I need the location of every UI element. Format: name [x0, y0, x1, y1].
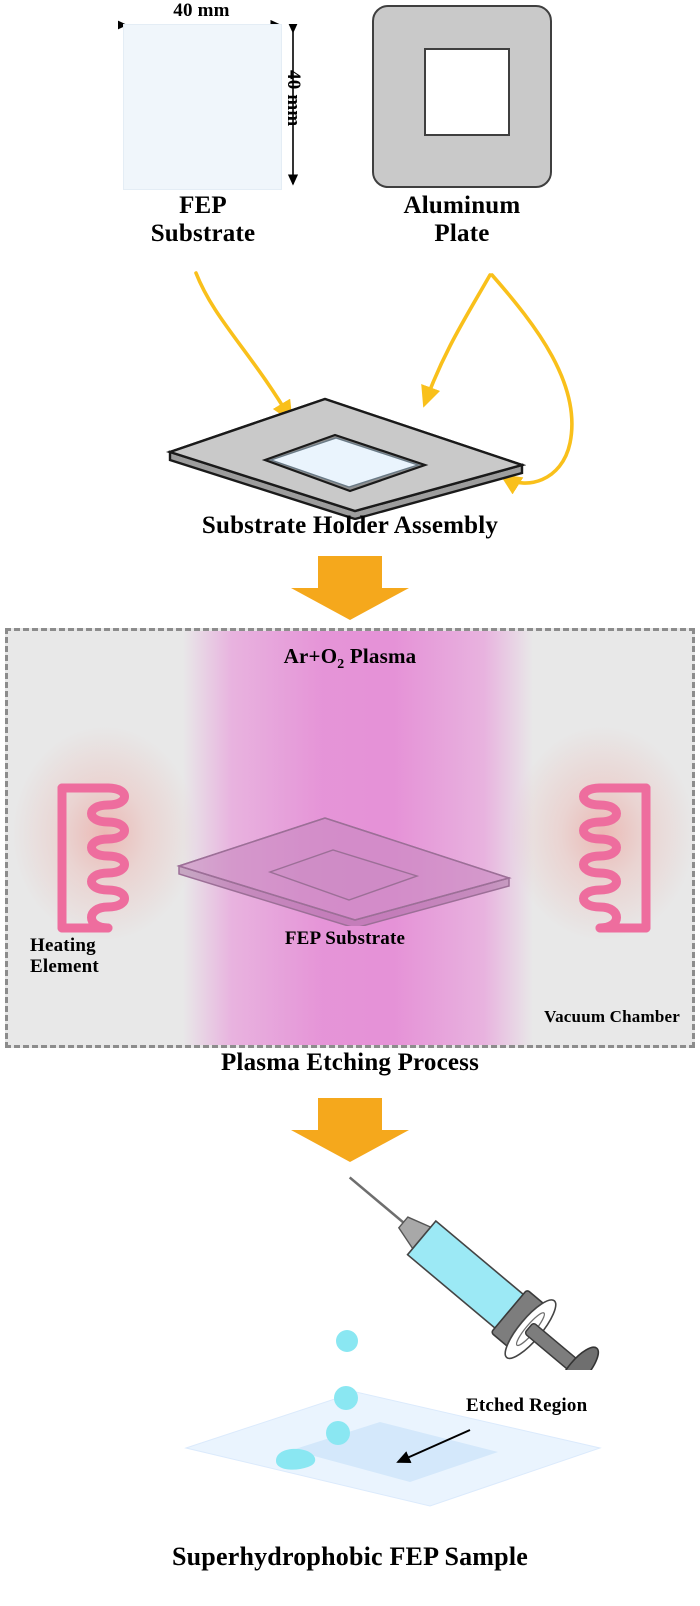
vacuum-chamber-caption: Vacuum Chamber — [544, 1007, 680, 1026]
plasma-label-tail: Plasma — [344, 644, 417, 668]
droplet-falling-1 — [336, 1330, 358, 1352]
chamber-fep-substrate — [176, 817, 512, 926]
chamber-substrate-caption: FEP Substrate — [284, 928, 406, 949]
droplet-resting — [276, 1448, 316, 1470]
fep-height-dimension-label: 40 mm — [283, 69, 304, 127]
pointer-arrow-icon — [396, 1429, 471, 1463]
plasma-etching-caption: Plasma Etching Process — [220, 1049, 480, 1076]
substrate-holder-assembly — [166, 397, 527, 520]
fep-width-dimension-label: 40 mm — [173, 0, 230, 21]
assembly-connector-arrows — [194, 271, 574, 495]
assembly-caption: Substrate Holder Assembly — [201, 512, 499, 539]
heating-element-right — [568, 778, 660, 938]
down-block-arrow-icon-2 — [291, 1098, 409, 1162]
superhydrophobic-sample — [184, 1330, 602, 1507]
fep-substrate-sheet — [123, 24, 282, 190]
aluminum-plate-shape — [372, 5, 552, 188]
fep-substrate-caption: FEP Substrate — [150, 192, 256, 247]
heating-element-left — [48, 778, 140, 938]
plasma-label: Ar+O2 Plasma — [150, 644, 550, 672]
etched-region-caption: Etched Region — [466, 1395, 588, 1416]
aluminum-plate-caption: Aluminum Plate — [403, 192, 521, 247]
down-block-arrow-icon-1 — [291, 556, 409, 620]
fep-height-dimension-line — [287, 24, 299, 186]
heating-element-caption: Heating Element — [30, 935, 99, 978]
plasma-label-main: Ar+O — [283, 644, 338, 668]
droplet-falling-3 — [326, 1421, 350, 1445]
plasma-band — [183, 631, 533, 1045]
aluminum-plate-aperture — [424, 48, 510, 136]
droplet-falling-2 — [334, 1386, 358, 1410]
plasma-label-subscript: 2 — [337, 656, 345, 672]
final-sample-caption: Superhydrophobic FEP Sample — [171, 1542, 528, 1571]
syringe-icon — [348, 1176, 600, 1370]
